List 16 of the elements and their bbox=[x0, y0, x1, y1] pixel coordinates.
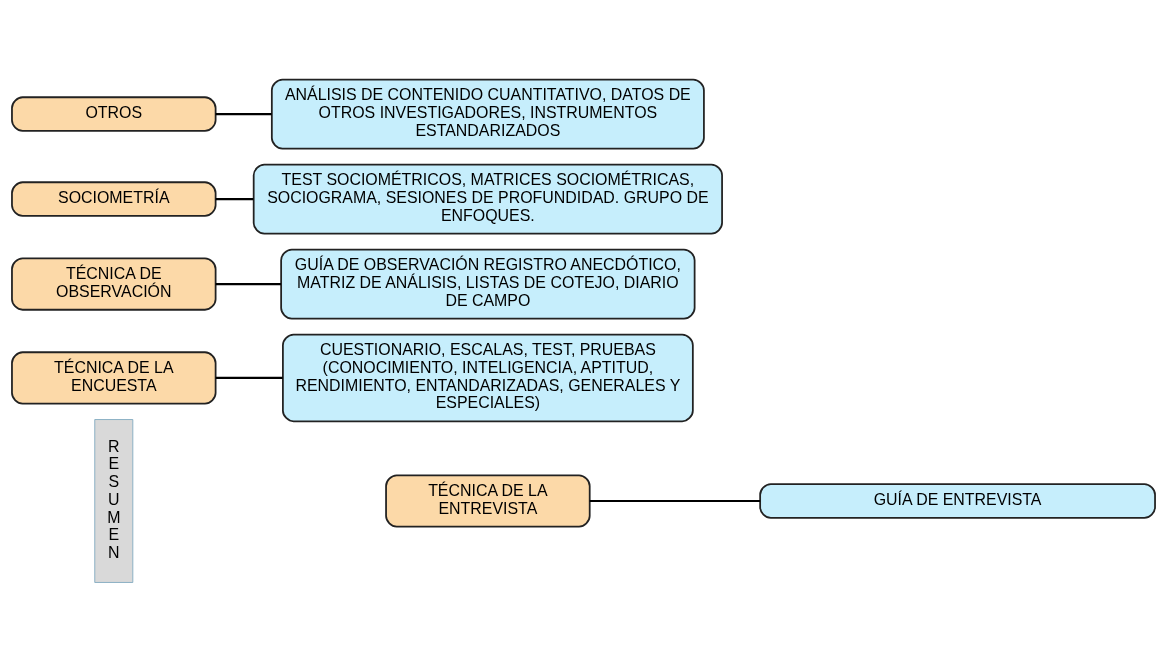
connector bbox=[215, 282, 281, 286]
connector bbox=[589, 499, 761, 503]
node-box: SOCIOMETRÍA bbox=[11, 181, 217, 217]
node-box: GUÍA DE OBSERVACIÓN REGISTRO ANECDÓTICO, MATRIZ DE ANÁLISIS, LISTAS DE COTEJO, DIARIO DE CAMPO bbox=[280, 248, 696, 320]
node-box: TÉCNICA DE OBSERVACIÓN bbox=[11, 257, 217, 311]
connector bbox=[215, 376, 283, 380]
node-box: CUESTIONARIO, ESCALAS, TEST, PRUEBAS (CONOCIMIENTO, INTELIGENCIA, APTITUD, RENDIMIENTO, ENTANDARIZADAS, GENERALES Y ESPECIALES) bbox=[282, 333, 694, 423]
node-box: TÉCNICA DE LA ENTREVISTA bbox=[385, 474, 591, 528]
node-box: RESUMEN bbox=[94, 419, 134, 583]
connector bbox=[215, 112, 272, 116]
node-box: GUÍA DE ENTREVISTA bbox=[759, 483, 1156, 519]
node-box: TÉCNICA DE LA ENCUESTA bbox=[11, 351, 217, 405]
connector bbox=[215, 197, 254, 201]
node-box: OTROS bbox=[11, 96, 217, 132]
node-box: TEST SOCIOMÉTRICOS, MATRICES SOCIOMÉTRICAS, SOCIOGRAMA, SESIONES DE PROFUNDIDAD. GRUPO DE ENFOQUES. bbox=[252, 163, 723, 235]
node-box: ANÁLISIS DE CONTENIDO CUANTITATIVO, DATOS DE OTROS INVESTIGADORES, INSTRUMENTOS ESTANDARIZADOS bbox=[270, 78, 705, 150]
